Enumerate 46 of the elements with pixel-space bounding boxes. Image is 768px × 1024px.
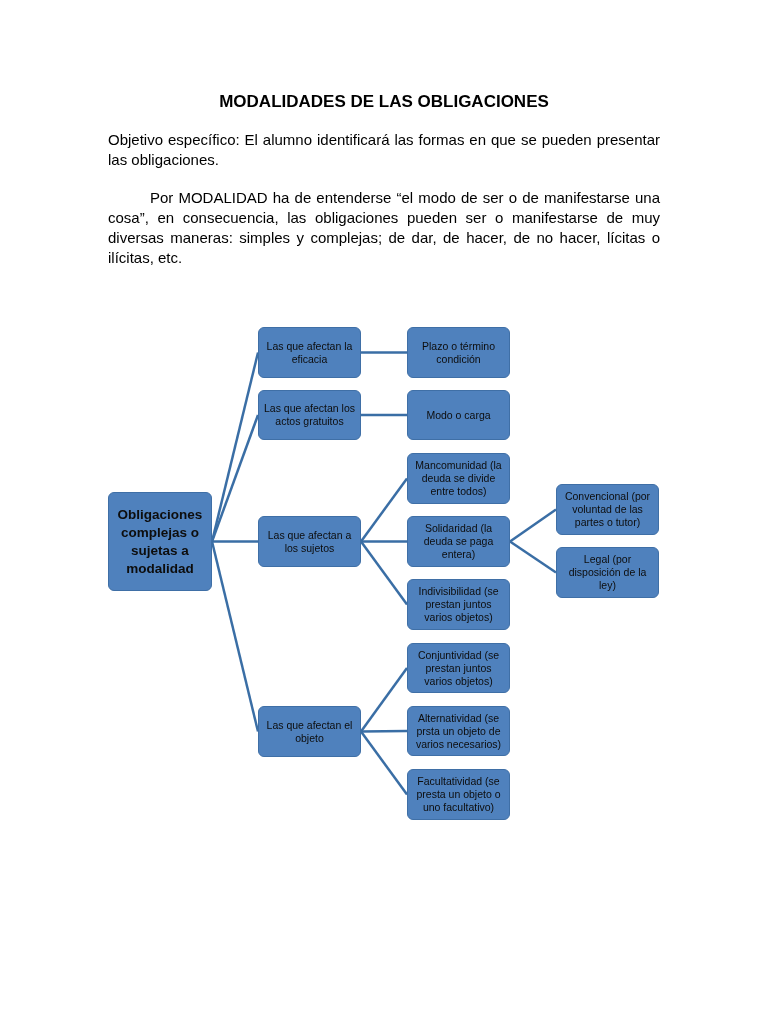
connector-line [361,351,407,354]
connector-line [361,413,407,417]
connector-line [360,540,408,606]
concept-box [407,390,510,440]
connector-line [360,730,408,796]
connector-line [509,508,557,543]
connector-line [210,541,260,732]
node-text: Indivisibilidad (se prestan juntos varios objetos) [417,585,500,624]
connector-line [361,729,407,733]
concept-box [407,453,510,504]
concept-box [556,547,659,598]
concept-box [407,769,510,820]
node-text: Convencional (por voluntad de las partes o tutor) [563,490,652,529]
concept-box [556,484,659,535]
connector-line [509,540,557,574]
concept-box [258,706,361,757]
concept-box [258,390,361,440]
node-text: Conjuntividad (se prestan juntos varios objetos) [416,648,501,688]
node-text: Obligaciones complejas o sujetas a modalidad [116,505,204,578]
node-text: Las que afectan la eficacia [265,339,354,366]
node-text: Facultatividad (se presta un objeto o uno facultativo) [415,775,502,814]
node-text: Solidaridad (la deuda se paga entera) [422,522,495,561]
connector-line [360,667,408,733]
paragraph: Objetivo específico: El alumno identificará las formas en que se pueden presentar las obligaciones. [108,130,660,170]
connector-line [360,477,408,543]
node-text: Modo o carga [426,408,491,422]
node-text: Alternatividad (se prsta un objeto de varios necesarios) [414,711,503,751]
concept-box [258,327,361,378]
node-text: Las que afectan los actos gratuitos [262,402,357,428]
node-text: Las que afectan el objeto [265,718,354,745]
concept-box [407,327,510,378]
concept-box [407,706,510,756]
concept-box [407,579,510,630]
concept-box [108,492,212,591]
concept-box [258,516,361,567]
node-text: Legal (por disposición de la ley) [567,553,648,592]
concept-box [407,516,510,567]
paragraph: Por MODALIDAD ha de entenderse “el modo de ser o de manifestarse una cosa”, en consecuencia, las obligaciones pueden ser o manifestarse de muy diversas maneras: simples y complejas; de dar, de hacer, de no hacer, lícitas o ilícitas, etc. [108,188,660,268]
node-text: Las que afectan a los sujetos [266,528,353,555]
connector-line [361,540,407,543]
concept-box [407,643,510,693]
node-text: Plazo o término condición [421,339,496,366]
connector-line [210,414,260,542]
connector-line [212,540,258,543]
page-title: MODALIDADES DE LAS OBLIGACIONES [218,92,550,112]
node-text: Mancomunidad (la deuda se divide entre todos) [414,459,503,498]
